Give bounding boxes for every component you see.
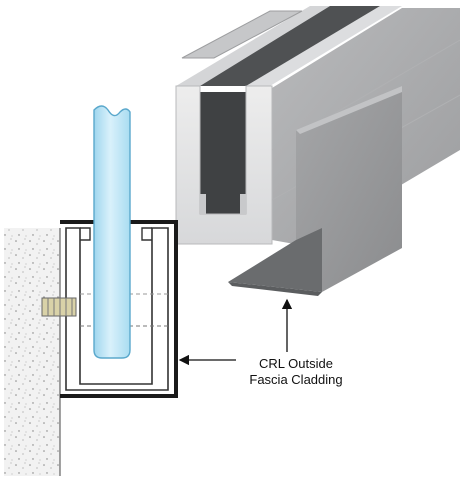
glass-panel <box>93 105 131 359</box>
cross-section <box>4 105 178 476</box>
callout-label-line1: CRL Outside <box>259 356 333 371</box>
callout-label: CRL Outside Fascia Cladding <box>240 356 352 388</box>
cover-strip <box>181 10 303 59</box>
fascia-cladding-piece <box>228 86 402 296</box>
concrete-wall <box>4 228 60 476</box>
callout-label-line2: Fascia Cladding <box>249 372 343 387</box>
anchor-bolt <box>41 297 77 317</box>
